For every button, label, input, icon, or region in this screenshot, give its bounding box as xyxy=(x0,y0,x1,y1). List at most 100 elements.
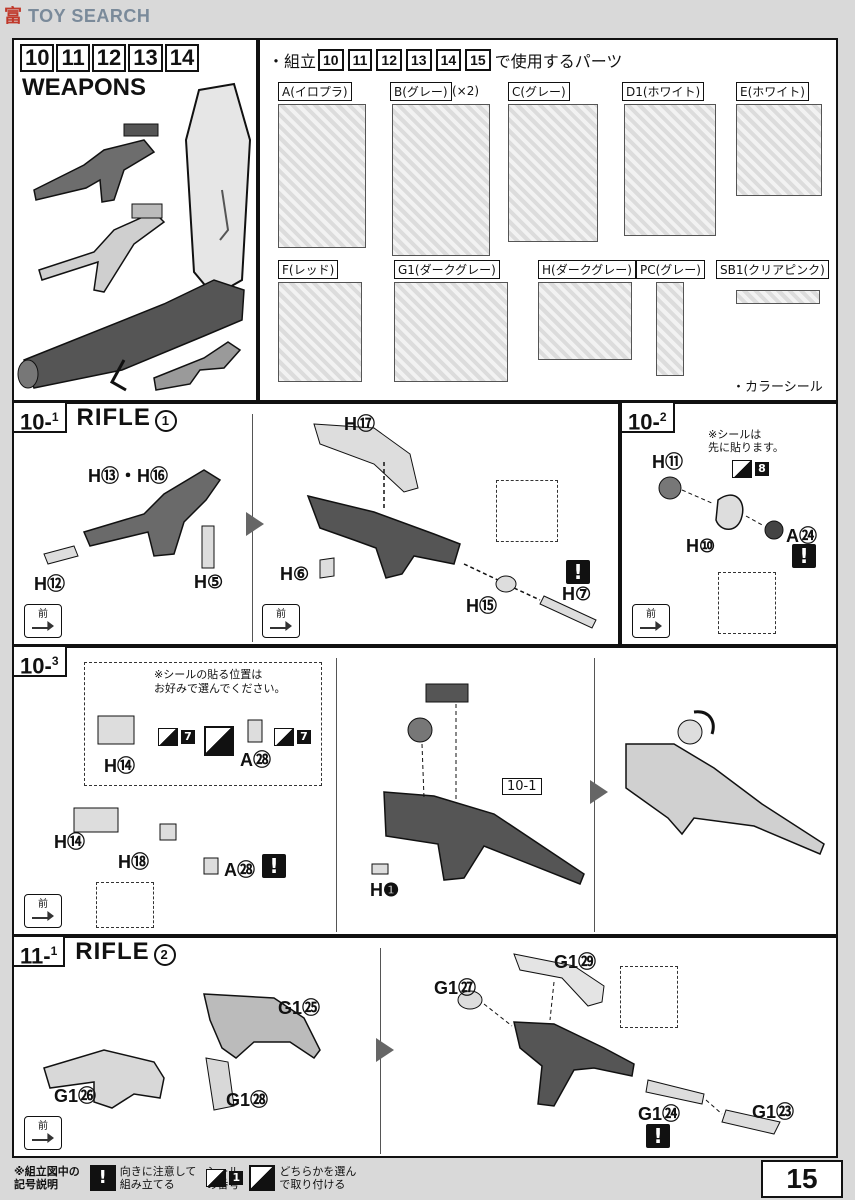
step-box: 11 xyxy=(347,49,373,71)
runner-label-d1: D1(ホワイト) xyxy=(622,82,705,101)
step-number-main: 10 xyxy=(20,653,45,679)
detail-inset xyxy=(718,572,776,634)
part-label: G1㉗ xyxy=(434,978,477,998)
part-label: G1㉖ xyxy=(54,1086,97,1106)
step-box: 14 xyxy=(164,44,200,72)
sticker-ref: 7 xyxy=(158,728,195,746)
watermark: 富 TOY SEARCH xyxy=(4,2,150,28)
step-box: 13 xyxy=(128,44,163,72)
step-10-3-header: 10-3 xyxy=(14,647,67,679)
weapons-illustration xyxy=(17,82,252,392)
part-label: G1㉙ xyxy=(554,952,597,972)
part-label: G1㉔ xyxy=(638,1104,681,1124)
runner-label-pc: PC(グレー) xyxy=(636,260,705,279)
step-number-main: 10 xyxy=(628,409,653,435)
step-10-2-illustration xyxy=(658,476,784,540)
sticker-number: 1 xyxy=(229,1171,244,1185)
runner-g1 xyxy=(394,282,508,382)
step-box: 10 xyxy=(318,49,344,71)
sticker-icon xyxy=(274,728,294,746)
parts-panel: ・組立 10 11 12 13 14 15 で使用するパーツ A(イロプラ) B… xyxy=(258,38,838,402)
sticker-number: 7 xyxy=(297,730,311,744)
sticker-option-box xyxy=(84,662,322,786)
runner-pc xyxy=(656,282,684,376)
front-indicator: 前 xyxy=(24,894,62,928)
step-number-main: 10 xyxy=(20,409,45,435)
color-seal-label: ・カラーシール xyxy=(732,380,823,395)
runner-label-g1: G1(ダークグレー) xyxy=(394,260,500,279)
step-number-sub: 1 xyxy=(51,410,59,424)
step-number-sub: 1 xyxy=(50,944,58,958)
next-arrow-icon xyxy=(590,780,608,804)
part-label: H⑥ xyxy=(280,564,310,584)
sticker-ref: 1 xyxy=(206,1169,244,1187)
step-number-sub: 2 xyxy=(659,410,667,424)
front-arrow-icon xyxy=(32,621,54,631)
caution-icon: ! xyxy=(792,544,816,568)
step-10-2-panel: 10-2 ※シールは 先に貼ります。 8 H⑪ H⑩ A㉔ ! 前 xyxy=(620,402,838,646)
part-label: A㉔ xyxy=(786,526,817,546)
legend-title: ※組立図中の 記号説明 xyxy=(14,1165,80,1191)
runner-label-b: B(グレー) xyxy=(390,82,452,101)
front-label: 前 xyxy=(646,609,656,620)
runner-h xyxy=(538,282,632,360)
step-box: 11 xyxy=(56,44,90,72)
step-10-1-illustration xyxy=(43,423,597,629)
runner-c xyxy=(508,104,598,242)
part-label: H⑬・H⑯ xyxy=(88,466,168,486)
sticker-ref: 7 xyxy=(274,728,311,746)
front-arrow-icon xyxy=(32,911,54,921)
part-label: H⑰ xyxy=(344,414,375,434)
caution-icon: ! xyxy=(262,854,286,878)
front-label: 前 xyxy=(38,899,48,910)
part-label: H⑪ xyxy=(652,452,683,472)
rifle-number-icon: 2 xyxy=(153,944,176,966)
step-box: 12 xyxy=(91,44,127,72)
step-number-sub: 3 xyxy=(51,654,59,668)
step-10-2-header: 10-2 xyxy=(622,403,675,435)
runner-b-count: (×2) xyxy=(452,84,480,98)
runner-f xyxy=(278,282,362,382)
parts-header-prefix: ・組立 xyxy=(268,52,317,71)
detail-inset xyxy=(620,966,678,1028)
part-label: H⑮ xyxy=(466,596,497,616)
front-label: 前 xyxy=(38,1121,48,1132)
front-indicator: 前 xyxy=(262,604,300,638)
part-label: H⑱ xyxy=(118,852,149,872)
step-box: 12 xyxy=(376,49,402,71)
detail-inset xyxy=(96,882,154,928)
step-11-1-illustration xyxy=(43,953,781,1135)
part-label: G1㉕ xyxy=(278,998,321,1018)
next-arrow-icon xyxy=(246,512,264,536)
caution-icon: ! xyxy=(89,1165,116,1191)
step-title-text: RIFLE xyxy=(75,938,150,965)
step-box: 15 xyxy=(465,49,491,71)
step-box: 14 xyxy=(435,49,462,71)
part-label: H⑤ xyxy=(194,572,224,592)
sticker-number: 7 xyxy=(181,730,195,744)
callout-step-ref: 10-1 xyxy=(502,778,542,795)
part-label: H⑭ xyxy=(54,832,85,852)
divider xyxy=(336,658,337,932)
runner-d1 xyxy=(624,104,716,236)
runner-b xyxy=(392,104,490,256)
part-label: A㉘ xyxy=(240,750,271,770)
front-arrow-icon xyxy=(32,1133,54,1143)
page-number: 15 xyxy=(761,1160,843,1198)
legend-item-choose: どちらかを選ん で取り付ける xyxy=(249,1165,356,1191)
choose-one-icon xyxy=(249,1165,276,1191)
detail-inset xyxy=(496,480,558,542)
front-indicator: 前 xyxy=(24,1116,62,1150)
sticker-number: 8 xyxy=(755,462,769,476)
parts-header: ・組立 10 11 12 13 14 15 で使用するパーツ xyxy=(268,48,622,72)
part-label: H⑦ xyxy=(562,584,592,604)
step-number: 10-1 xyxy=(14,403,67,435)
